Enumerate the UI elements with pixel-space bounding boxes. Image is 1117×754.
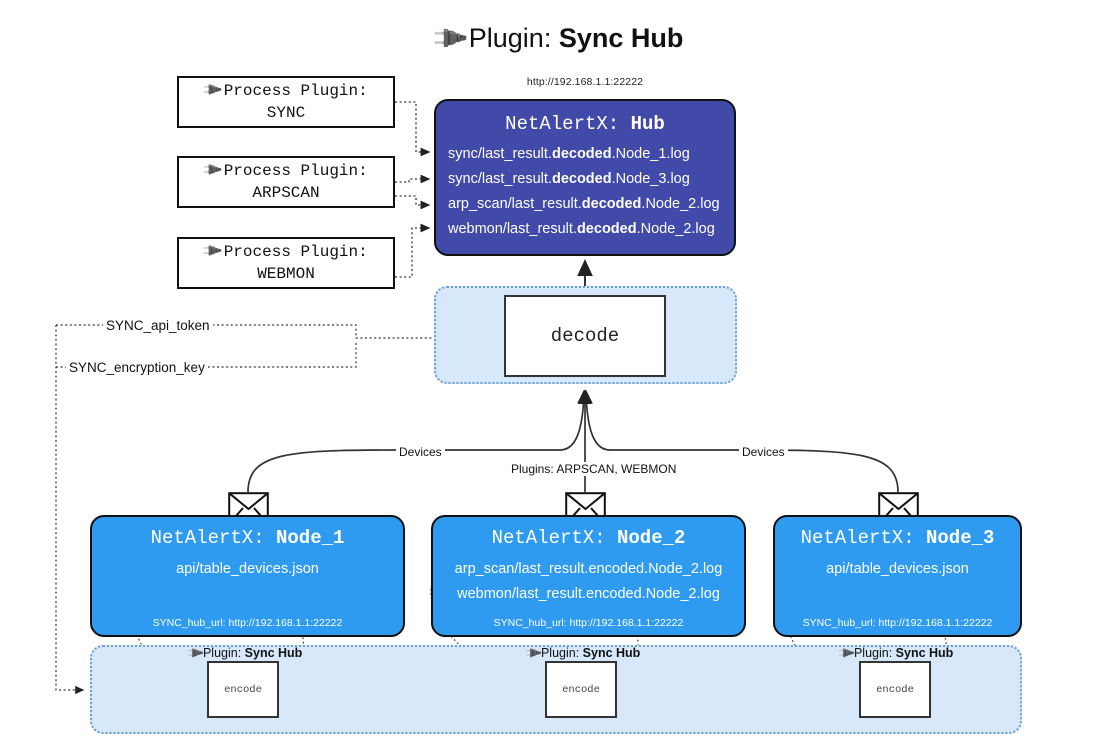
process-plugin-box-webmon[interactable]: 🔌Process Plugin: WEBMON xyxy=(177,237,395,289)
encode-box-node-2[interactable]: encode xyxy=(545,661,617,718)
process-plugin-label: Process Plugin: xyxy=(223,243,368,261)
log-post: .Node_2.log xyxy=(636,221,715,237)
process-plugin-name: SYNC xyxy=(266,104,306,122)
node-box-node-3[interactable]: NetAlertX: Node_3 api/table_devices.json… xyxy=(773,515,1022,637)
process-plugin-label: Process Plugin: xyxy=(223,82,368,100)
node-hub-url: SYNC_hub_url: http://192.168.1.1:22222 xyxy=(152,617,343,629)
edge-label-encryption-key: SYNC_encryption_key xyxy=(66,360,208,375)
node-resource: arp_scan/last_result.encoded.Node_2.log xyxy=(454,561,723,577)
decode-box[interactable]: decode xyxy=(504,295,666,377)
process-plugin-box-sync[interactable]: 🔌Process Plugin: SYNC xyxy=(177,76,395,128)
node-title: NetAlertX: Node_3 xyxy=(775,527,1020,549)
hub-log-line: arp_scan/last_result.decoded.Node_2.log xyxy=(436,192,734,217)
log-mid: decoded xyxy=(576,221,637,237)
hub-log-line: sync/last_result.decoded.Node_1.log xyxy=(436,142,734,167)
encode-caption-name: Sync Hub xyxy=(244,646,303,660)
encode-caption-prefix: Plugin: xyxy=(853,646,896,660)
node-title-name: Node_2 xyxy=(617,527,686,549)
hub-log-line: sync/last_result.decoded.Node_3.log xyxy=(436,167,734,192)
node-resource-list: api/table_devices.json xyxy=(92,557,403,582)
log-post: .Node_2.log xyxy=(641,196,720,212)
log-pre: sync/last_result. xyxy=(448,146,552,162)
log-post: .Node_1.log xyxy=(611,146,690,162)
encode-caption: 🔌Plugin: Sync Hub xyxy=(835,643,954,663)
edge-label-devices-left: Devices xyxy=(396,445,445,459)
log-post: .Node_3.log xyxy=(611,171,690,187)
log-pre: webmon/last_result. xyxy=(448,221,577,237)
edge-label-plugins: Plugins: ARPSCAN, WEBMON xyxy=(508,462,680,476)
encode-caption-prefix: Plugin: xyxy=(540,646,583,660)
hub-node-box[interactable]: NetAlertX: Hub sync/last_result.decoded.… xyxy=(434,99,736,256)
log-pre: arp_scan/last_result. xyxy=(448,196,582,212)
hub-title: NetAlertX: Hub xyxy=(436,113,734,135)
encode-box-node-3[interactable]: encode xyxy=(859,661,931,718)
log-mid: decoded xyxy=(581,196,642,212)
hub-title-prefix: NetAlertX: xyxy=(505,113,631,135)
node-hub-url: SYNC_hub_url: http://192.168.1.1:22222 xyxy=(493,617,684,629)
node-box-node-2[interactable]: NetAlertX: Node_2 arp_scan/last_result.e… xyxy=(431,515,746,637)
hub-log-list: sync/last_result.decoded.Node_1.log sync… xyxy=(436,142,734,242)
encode-caption-name: Sync Hub xyxy=(895,646,954,660)
process-plugin-name: ARPSCAN xyxy=(252,184,320,202)
process-plugin-label: Process Plugin: xyxy=(223,162,368,180)
page-title: 🔌Plugin: Sync Hub xyxy=(0,17,1117,59)
encode-box-node-1[interactable]: encode xyxy=(207,661,279,718)
node-resource: api/table_devices.json xyxy=(176,561,319,577)
process-plugin-name: WEBMON xyxy=(257,265,315,283)
node-hub-url: SYNC_hub_url: http://192.168.1.1:22222 xyxy=(802,617,993,629)
edge-label-devices-right: Devices xyxy=(739,445,788,459)
node-resource-list: arp_scan/last_result.encoded.Node_2.log … xyxy=(433,557,744,607)
node-box-node-1[interactable]: NetAlertX: Node_1 api/table_devices.json… xyxy=(90,515,405,637)
node-title-name: Node_1 xyxy=(276,527,345,549)
page-title-prefix: Plugin: xyxy=(468,23,559,53)
node-title: NetAlertX: Node_2 xyxy=(433,527,744,549)
log-mid: decoded xyxy=(551,171,612,187)
edge-label-api-token: SYNC_api_token xyxy=(103,318,213,333)
encode-caption: 🔌Plugin: Sync Hub xyxy=(184,643,303,663)
log-pre: sync/last_result. xyxy=(448,171,552,187)
node-title: NetAlertX: Node_1 xyxy=(92,527,403,549)
process-plugin-box-arpscan[interactable]: 🔌Process Plugin: ARPSCAN xyxy=(177,156,395,208)
page-title-name: Sync Hub xyxy=(558,23,684,53)
node-title-name: Node_3 xyxy=(926,527,995,549)
encode-caption-name: Sync Hub xyxy=(582,646,641,660)
hub-log-line: webmon/last_result.decoded.Node_2.log xyxy=(436,217,734,242)
node-resource-list: api/table_devices.json xyxy=(775,557,1020,582)
node-title-prefix: NetAlertX: xyxy=(491,527,617,549)
node-title-prefix: NetAlertX: xyxy=(800,527,926,549)
hub-url-label: http://192.168.1.1:22222 xyxy=(526,76,644,88)
node-title-prefix: NetAlertX: xyxy=(150,527,276,549)
encode-caption: 🔌Plugin: Sync Hub xyxy=(522,643,641,663)
plug-icon: 🔌 xyxy=(427,17,470,60)
log-mid: decoded xyxy=(551,146,612,162)
hub-title-name: Hub xyxy=(630,113,665,135)
node-resource: api/table_devices.json xyxy=(826,561,969,577)
node-resource: webmon/last_result.encoded.Node_2.log xyxy=(457,586,720,602)
encode-caption-prefix: Plugin: xyxy=(202,646,245,660)
